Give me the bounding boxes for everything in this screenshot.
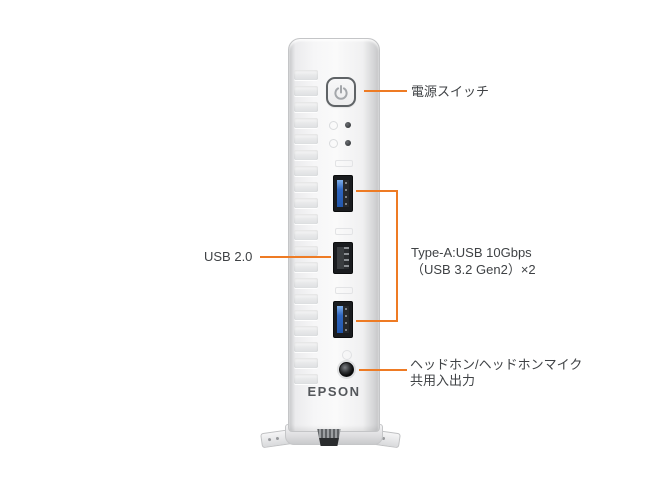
status-led-icon	[329, 139, 338, 148]
label-usb2: USB 2.0	[204, 249, 253, 264]
vent-slat	[294, 214, 318, 224]
callout-bracket-usb3-bottom	[356, 320, 398, 322]
usb3-port-bottom	[333, 301, 353, 338]
vent-slat	[294, 150, 318, 160]
usb3-tongue	[337, 180, 345, 207]
usb-contacts	[344, 247, 349, 269]
vent-slat	[294, 166, 318, 176]
usb-ss-mark-bottom	[335, 287, 353, 294]
connector-ridges	[317, 429, 341, 438]
usb2-port-middle	[333, 242, 353, 274]
vent-slat	[294, 246, 318, 256]
screw-hole	[267, 437, 272, 442]
usb3-port-top	[333, 175, 353, 212]
callout-bracket-usb3-top	[356, 190, 398, 192]
usb-ss-mark-top	[335, 160, 353, 167]
vent-slat	[294, 182, 318, 192]
vent-slat	[294, 342, 318, 352]
serial-connector	[317, 429, 341, 446]
vent-slat	[294, 374, 318, 384]
label-usb3-line2: （USB 3.2 Gen2）×2	[411, 262, 536, 277]
callout-bracket-usb3-right	[396, 190, 398, 322]
power-led	[345, 122, 351, 128]
label-usb3: Type-A:USB 10Gbps （USB 3.2 Gen2）×2	[411, 244, 536, 278]
headphone-jack	[339, 362, 354, 377]
vent-slat	[294, 70, 318, 80]
vent-slat	[294, 358, 318, 368]
headphone-mark	[342, 350, 352, 360]
usb3-tongue	[337, 306, 345, 333]
power-led-icon	[329, 121, 338, 130]
vent-slat	[294, 230, 318, 240]
vent-slat	[294, 86, 318, 96]
callout-line-usb2	[260, 256, 331, 258]
vent-slat	[294, 262, 318, 272]
epson-logo: EPSON	[307, 384, 361, 399]
label-audio-line1: ヘッドホン/ヘッドホンマイク	[410, 357, 583, 372]
status-led	[345, 140, 351, 146]
vent-slat	[294, 118, 318, 128]
usb-contacts	[343, 306, 349, 333]
vent-slat	[294, 310, 318, 320]
callout-line-audio	[359, 369, 407, 371]
label-audio-line2: 共用入出力	[410, 373, 476, 388]
usb-contacts	[343, 180, 349, 207]
callout-line-power	[364, 90, 407, 92]
vent-slat	[294, 102, 318, 112]
label-usb3-line1: Type-A:USB 10Gbps	[411, 245, 532, 260]
label-audio: ヘッドホン/ヘッドホンマイク 共用入出力	[410, 357, 582, 389]
power-icon	[334, 85, 348, 100]
vent-slat	[294, 134, 318, 144]
vent-slat	[294, 278, 318, 288]
vent-grille	[294, 70, 318, 384]
connector-base	[317, 438, 341, 446]
screw-hole	[275, 436, 280, 441]
vent-slat	[294, 198, 318, 208]
power-button	[326, 77, 356, 107]
label-power-switch: 電源スイッチ	[411, 84, 490, 99]
vent-slat	[294, 294, 318, 304]
usb-mark-middle	[335, 228, 353, 235]
vent-slat	[294, 326, 318, 336]
